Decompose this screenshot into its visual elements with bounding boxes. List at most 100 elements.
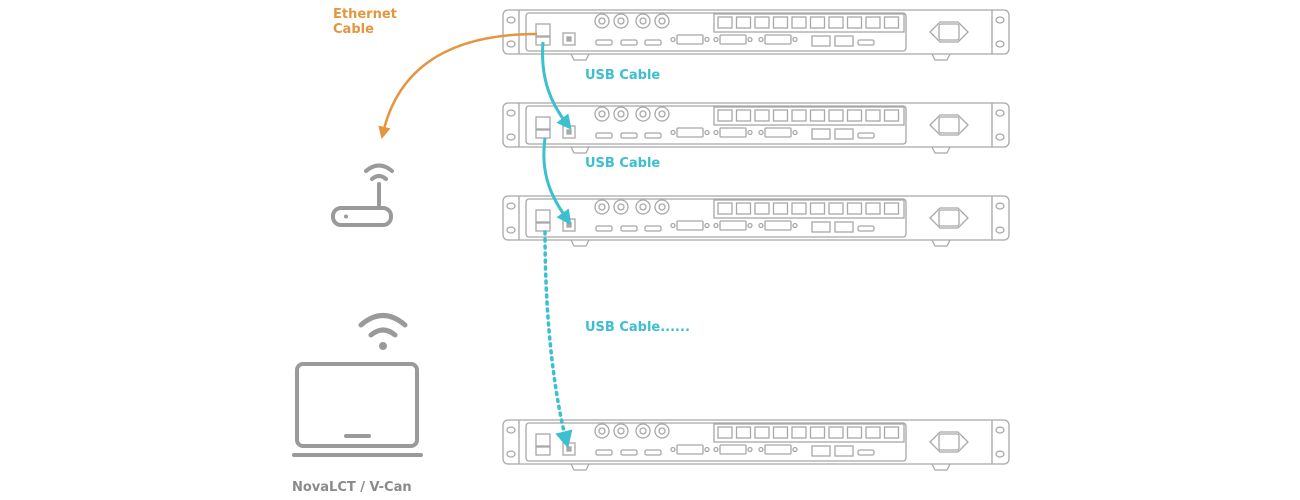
ethernet-cable	[378, 32, 538, 140]
rj45-port	[754, 109, 770, 122]
bnc-connector	[635, 423, 651, 439]
bnc-connector	[635, 199, 651, 215]
dvi-port	[676, 220, 704, 231]
bnc-connector	[594, 423, 610, 439]
chassis	[502, 195, 1010, 241]
rj45-port	[735, 109, 752, 122]
rj45-port	[791, 109, 807, 122]
rj45-port	[828, 109, 844, 122]
rj45-port	[865, 109, 881, 122]
foot	[931, 463, 951, 471]
sfp-port	[834, 128, 854, 140]
usb-cable-label-more: USB Cable......	[585, 320, 690, 335]
hdmi-port	[620, 39, 638, 46]
rj45-port	[846, 16, 863, 29]
rj45-port	[809, 109, 826, 122]
hdmi-port	[857, 225, 875, 232]
rj45-port	[828, 16, 844, 29]
ethernet-port	[535, 23, 551, 37]
dvi-port	[764, 444, 792, 455]
router-icon	[331, 163, 394, 227]
dvi-port	[764, 220, 792, 231]
sfp-port	[834, 445, 854, 457]
foot	[570, 239, 590, 247]
chassis	[502, 102, 1010, 148]
bnc-connector	[654, 106, 670, 122]
dvi-port	[676, 444, 704, 455]
rj45-port	[717, 109, 733, 122]
ethernet-cable-label: Ethernet Cable	[333, 7, 397, 37]
sfp-port	[834, 221, 854, 233]
hdmi-port	[595, 225, 613, 232]
foot	[931, 146, 951, 154]
rj45-port	[846, 109, 863, 122]
hdmi-port	[857, 132, 875, 139]
mount-hole	[506, 133, 516, 141]
hdmi-port	[644, 225, 662, 232]
mount-hole	[995, 16, 1005, 24]
ethernet-port	[535, 433, 551, 447]
sfp-port	[834, 35, 854, 47]
hdmi-port	[644, 132, 662, 139]
rj45-port	[772, 202, 789, 215]
hdmi-port	[644, 449, 662, 456]
dvi-port	[764, 34, 792, 45]
dvi-port	[676, 34, 704, 45]
dvi-port	[719, 127, 747, 138]
dvi-port	[676, 127, 704, 138]
hdmi-port	[620, 449, 638, 456]
foot	[570, 146, 590, 154]
rj45-port	[809, 202, 826, 215]
mount-hole	[995, 426, 1005, 434]
panel	[525, 422, 907, 462]
hdmi-port	[595, 449, 613, 456]
foot	[570, 463, 590, 471]
ethernet-label-line2: Cable	[333, 22, 374, 37]
usb-cable-more	[543, 230, 573, 449]
bnc-connector	[635, 13, 651, 29]
rj45-port	[754, 426, 770, 439]
rj45-port	[791, 202, 807, 215]
usb-cable-label-2: USB Cable	[585, 156, 661, 171]
usb-cable-2	[542, 137, 572, 226]
bnc-connector	[654, 423, 670, 439]
computer-label: NovaLCT / V-Can	[292, 480, 412, 495]
mount-hole	[995, 109, 1005, 117]
rj45-port	[735, 16, 752, 29]
bnc-connector	[613, 106, 629, 122]
rj45-port	[828, 202, 844, 215]
rj45-port	[809, 426, 826, 439]
sfp-port	[811, 35, 831, 47]
hdmi-port	[620, 132, 638, 139]
bnc-connector	[613, 13, 629, 29]
rj45-port	[735, 202, 752, 215]
usb-port	[562, 32, 576, 46]
sfp-port	[811, 221, 831, 233]
rj45-port	[846, 202, 863, 215]
mount-hole	[506, 40, 516, 48]
mount-hole	[995, 40, 1005, 48]
hdmi-port	[644, 39, 662, 46]
dvi-port	[764, 127, 792, 138]
rj45-port	[772, 426, 789, 439]
usb-cable-1	[541, 41, 572, 130]
rj45-port	[754, 202, 770, 215]
ethernet-port	[535, 446, 551, 456]
rj45-port	[791, 426, 807, 439]
mount-hole	[506, 109, 516, 117]
dvi-port	[719, 34, 747, 45]
rack-device-controller-n	[502, 419, 1010, 471]
foot	[931, 239, 951, 247]
rj45-port	[865, 426, 881, 439]
panel	[525, 198, 907, 238]
bnc-connector	[613, 199, 629, 215]
sfp-port	[811, 445, 831, 457]
panel	[525, 12, 907, 52]
hdmi-port	[595, 132, 613, 139]
bnc-connector	[613, 423, 629, 439]
rj45-port	[717, 202, 733, 215]
rj45-port	[717, 16, 733, 29]
ethernet-label-line1: Ethernet	[333, 7, 397, 22]
rj45-port	[883, 202, 900, 215]
